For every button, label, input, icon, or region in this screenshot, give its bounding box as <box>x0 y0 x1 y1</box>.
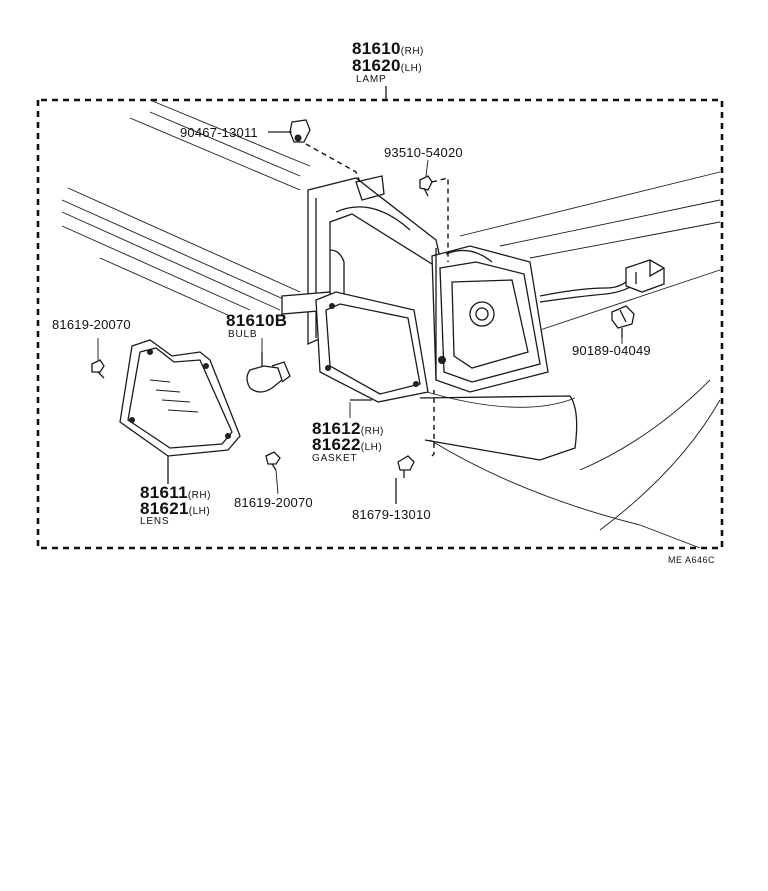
bulb-name: BULB <box>228 329 258 340</box>
screw-gasket-part-number: 81679-13010 <box>352 507 431 522</box>
lens-rh-number: 81611 <box>140 483 188 502</box>
screw-bottom <box>265 451 281 495</box>
gasket-name: GASKET <box>312 453 358 464</box>
lens-lh-suffix: (LH) <box>188 506 211 517</box>
vehicle-body-outline <box>61 99 721 549</box>
clip <box>268 119 311 143</box>
gasket-drawing <box>315 291 429 403</box>
screw-top-part-number: 93510-54020 <box>384 145 463 160</box>
gasket-lh-label: 81622(LH) <box>312 436 382 456</box>
lamp-rh-suffix: (RH) <box>400 46 424 57</box>
gasket-lh-number: 81622 <box>312 435 361 454</box>
bulb-number: 81610B <box>226 311 288 330</box>
screw-left-part-number: 81619-20070 <box>52 317 131 332</box>
lamp-name: LAMP <box>356 74 387 85</box>
screw-top <box>419 159 433 197</box>
lamp-lh-suffix: (LH) <box>400 63 423 74</box>
lamp-rh-label: 81610(RH) <box>352 40 424 60</box>
assembly-boundary <box>36 98 724 550</box>
screw-bottom-part-number: 81619-20070 <box>234 495 313 510</box>
grommet <box>611 305 635 338</box>
lamp-lh-number: 81620 <box>352 56 401 75</box>
grommet-part-number: 90189-04049 <box>572 343 651 358</box>
wiring-harness <box>539 259 665 303</box>
lamp-lh-label: 81620(LH) <box>352 57 422 77</box>
diagram-reference: ME A646C <box>668 555 716 565</box>
clip-part-number: 90467-13011 <box>180 125 258 140</box>
lamp-rh-number: 81610 <box>352 39 401 58</box>
lens-name: LENS <box>140 516 170 527</box>
bulb-drawing <box>246 352 291 393</box>
lens-lh-number: 81621 <box>140 499 189 518</box>
lens-rh-label: 81611(RH) <box>140 484 211 504</box>
lens-drawing <box>119 339 241 484</box>
gasket-lh-suffix: (LH) <box>360 442 383 453</box>
assembly-lines <box>305 143 449 457</box>
lens-lh-label: 81621(LH) <box>140 500 210 520</box>
screw-gasket <box>395 455 415 504</box>
gasket-rh-number: 81612 <box>312 419 361 438</box>
screw-left <box>91 338 105 379</box>
lamp-housing <box>281 175 549 393</box>
gasket-rh-label: 81612(RH) <box>312 420 384 440</box>
gasket-rh-suffix: (RH) <box>360 426 384 437</box>
lens-rh-suffix: (RH) <box>187 490 211 501</box>
